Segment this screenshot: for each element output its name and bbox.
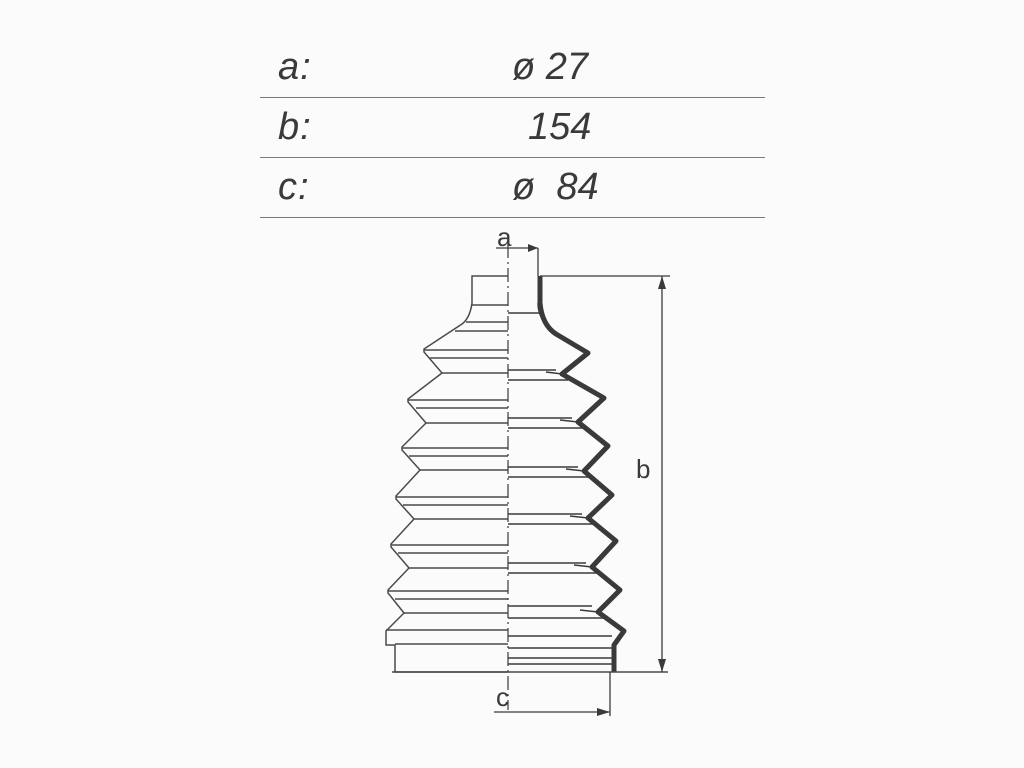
- dim-a-letter: a: [497, 222, 512, 252]
- spec-row-c: c: ø 84: [260, 158, 765, 218]
- boot-left-half: [385, 275, 508, 673]
- spec-row-a: a: ø 27: [260, 38, 765, 98]
- spec-label-b: b:: [278, 106, 312, 148]
- dim-b-letter: b: [636, 454, 650, 484]
- spec-label-a: a:: [278, 46, 312, 88]
- spec-value-c: ø 84: [512, 166, 599, 208]
- dim-c-letter: c: [496, 682, 509, 712]
- dimension-a: a: [496, 222, 539, 276]
- dimension-c: c: [494, 672, 611, 716]
- dimension-b: b: [540, 275, 670, 672]
- spec-label-c: c:: [278, 166, 310, 208]
- dimension-table: a: ø 27 b: 154 c: ø 84: [260, 38, 765, 218]
- boot-right-half: [508, 276, 627, 672]
- spec-row-b: b: 154: [260, 98, 765, 158]
- spec-value-a: ø 27: [512, 46, 589, 88]
- spec-value-b: 154: [528, 106, 592, 148]
